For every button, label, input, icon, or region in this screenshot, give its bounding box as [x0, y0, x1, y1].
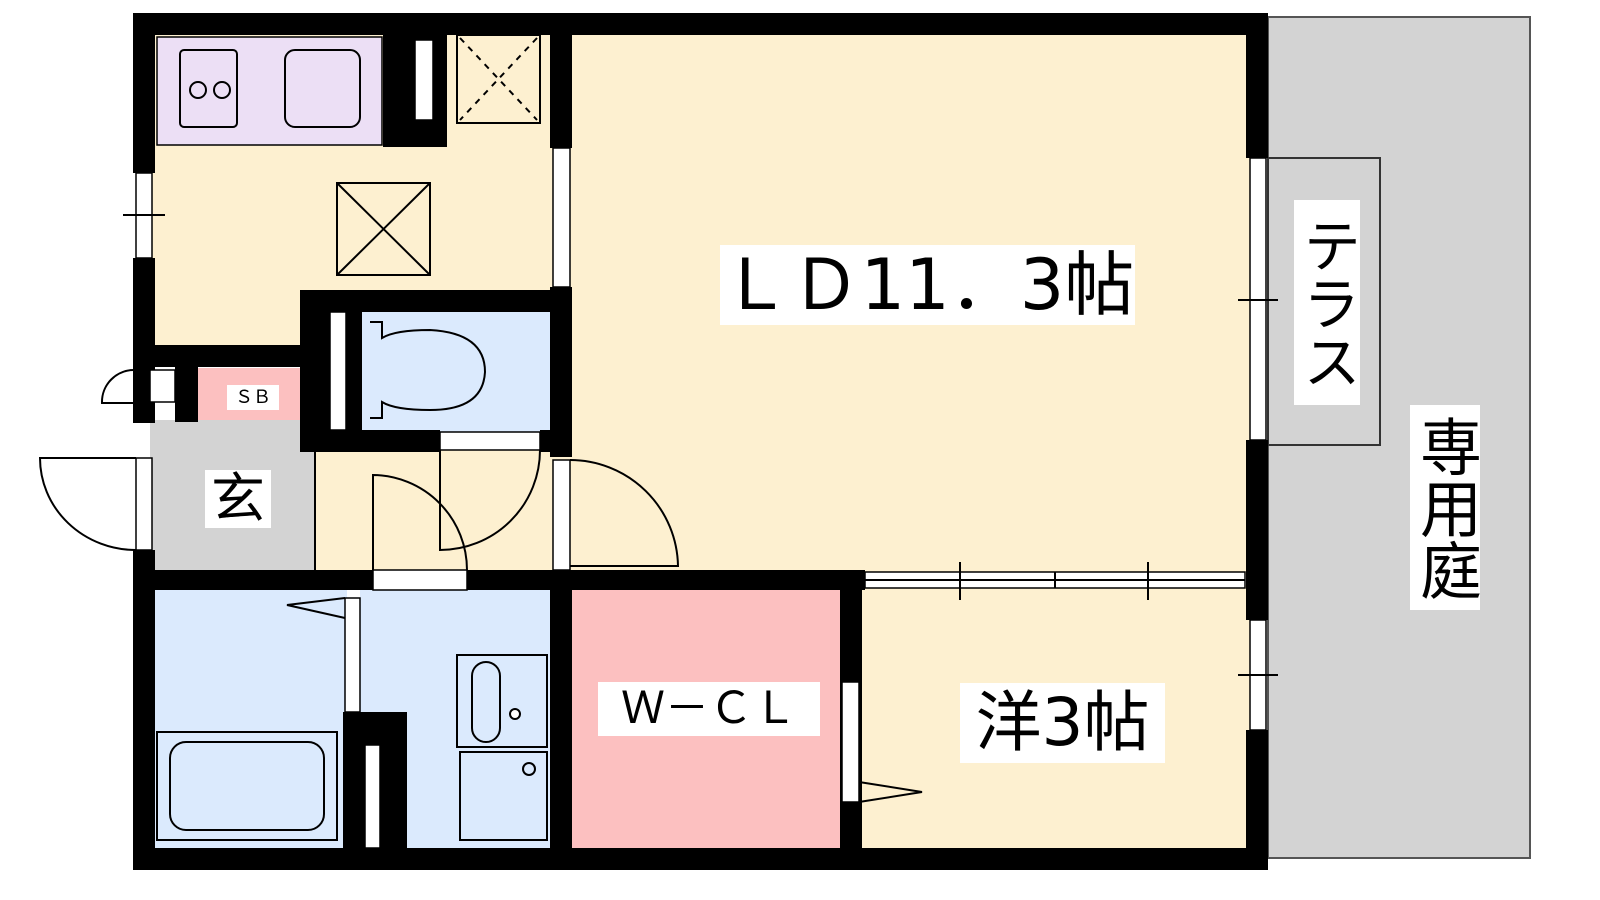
- room-label-walk-in-closet: Ｗ－ＣＬ: [598, 682, 820, 736]
- basin-bowl: [471, 661, 501, 743]
- bathroom: [155, 590, 347, 850]
- bathtub-inner: [169, 741, 325, 831]
- storage-box-x: [336, 182, 431, 276]
- toilet-room: [362, 312, 552, 432]
- stove: [179, 49, 238, 128]
- bathtub: [156, 731, 338, 841]
- room-label-western: 洋3帖: [960, 683, 1165, 763]
- burner-icon: [213, 81, 231, 99]
- door-swings: [38, 214, 1278, 803]
- wash-basin: [456, 654, 548, 748]
- toilet-icon: [370, 321, 487, 419]
- burner-icon: [189, 81, 207, 99]
- washing-machine-space: [459, 751, 548, 841]
- room-label-shoe-box: ＳＢ: [227, 385, 279, 410]
- hall-floor: [310, 445, 560, 575]
- sink: [284, 49, 361, 128]
- room-label-ld: ＬＤ11．3帖: [720, 244, 1135, 326]
- room-label-entrance: 玄: [205, 470, 271, 528]
- area-label-terrace: テラス: [1293, 200, 1361, 405]
- storage-box: [336, 182, 431, 276]
- area-label-private-garden: 専用庭: [1409, 405, 1482, 610]
